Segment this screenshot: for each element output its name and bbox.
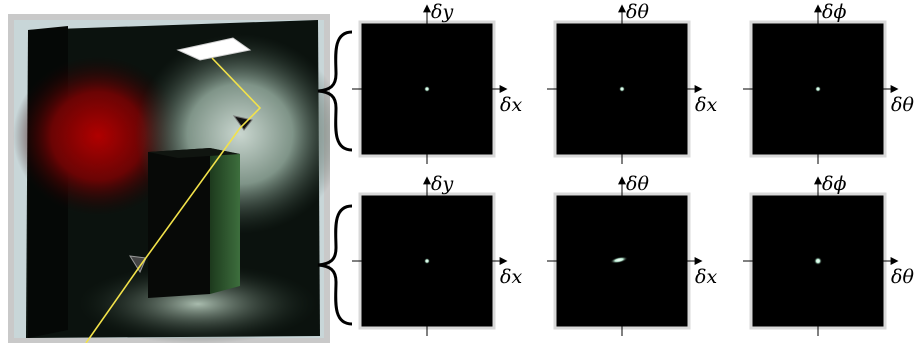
y-axis-label: δϕ: [822, 173, 846, 195]
energy-spot: [814, 257, 822, 265]
light-path: [85, 57, 262, 344]
brace-row-2: [317, 204, 353, 326]
plot-r1-c1: δx δy: [352, 1, 522, 164]
plot-r1-c2: δx δθ: [547, 1, 717, 164]
plot-r2-c3: δθ δϕ: [743, 173, 914, 336]
x-axis-label: δx: [500, 94, 522, 116]
y-axis-label: δθ: [626, 173, 649, 195]
x-axis-label: δθ: [891, 266, 914, 288]
energy-spot: [815, 86, 821, 92]
energy-streak: [610, 256, 628, 264]
plot-r2-c2: δx δθ: [547, 173, 717, 336]
y-axis-label: δθ: [626, 1, 649, 23]
x-axis-label: δx: [695, 266, 717, 288]
plot-grid: δx δy δx δθ δθ δϕ δx δy δx δθ δθ δϕ: [352, 1, 914, 336]
energy-spot: [424, 86, 430, 92]
x-axis-label: δθ: [891, 94, 914, 116]
box-side: [210, 148, 240, 294]
plot-r1-c3: δθ δϕ: [743, 1, 914, 164]
y-axis-label: δϕ: [822, 1, 846, 23]
vertex-marker-lower: [129, 255, 147, 274]
y-axis-label: δy: [431, 173, 453, 195]
energy-spot: [619, 86, 625, 92]
plot-r2-c1: δx δy: [352, 173, 522, 336]
red-wall-glow: [13, 56, 183, 216]
box-top: [148, 148, 240, 158]
box-front: [148, 148, 210, 298]
energy-spot: [424, 258, 430, 264]
y-axis-label: δy: [431, 1, 453, 23]
x-axis-label: δx: [695, 94, 717, 116]
scene-image: [8, 14, 345, 344]
rendered-scene: [8, 14, 345, 344]
brace-row-1: [317, 30, 353, 152]
area-light: [176, 37, 252, 61]
x-axis-label: δx: [500, 266, 522, 288]
floor-glow: [78, 264, 318, 344]
